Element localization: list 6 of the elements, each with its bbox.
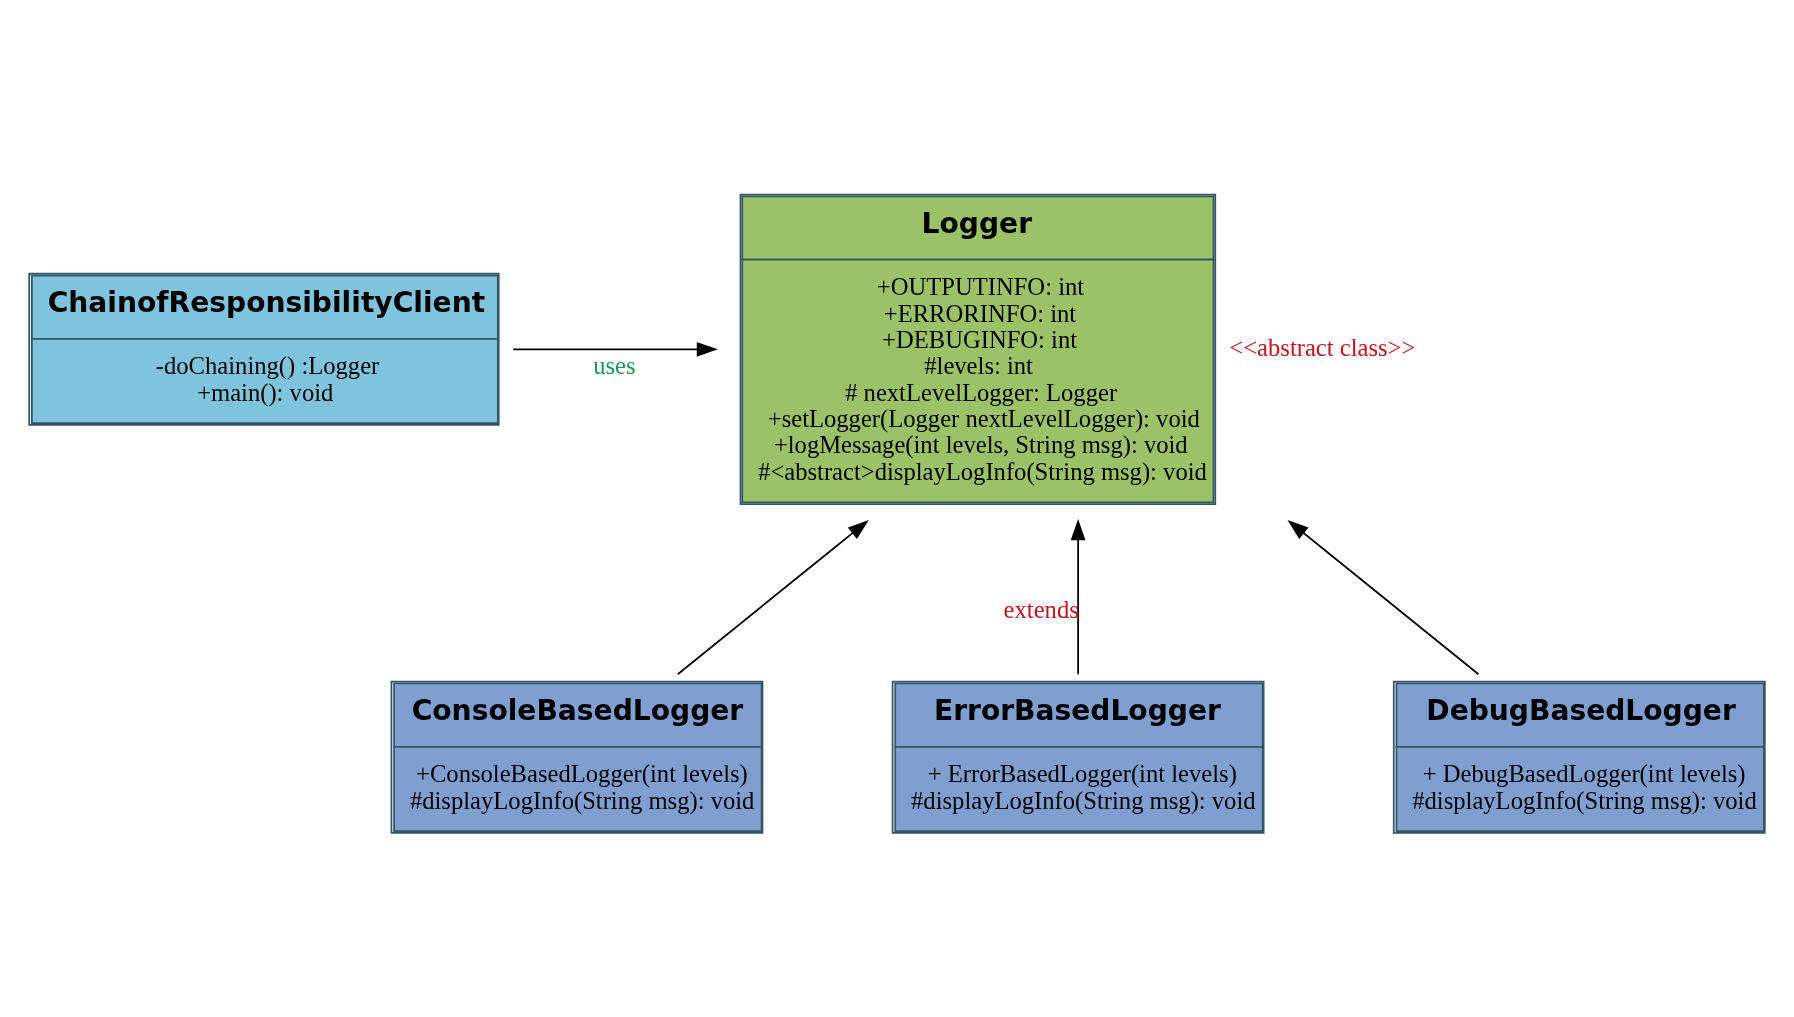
arrow [1070, 519, 1086, 676]
arrow [676, 520, 869, 676]
edge-label: uses [593, 352, 636, 380]
arrow [512, 341, 718, 357]
arrow [1287, 520, 1480, 676]
node-label: <<abstract class>> [1229, 333, 1416, 361]
